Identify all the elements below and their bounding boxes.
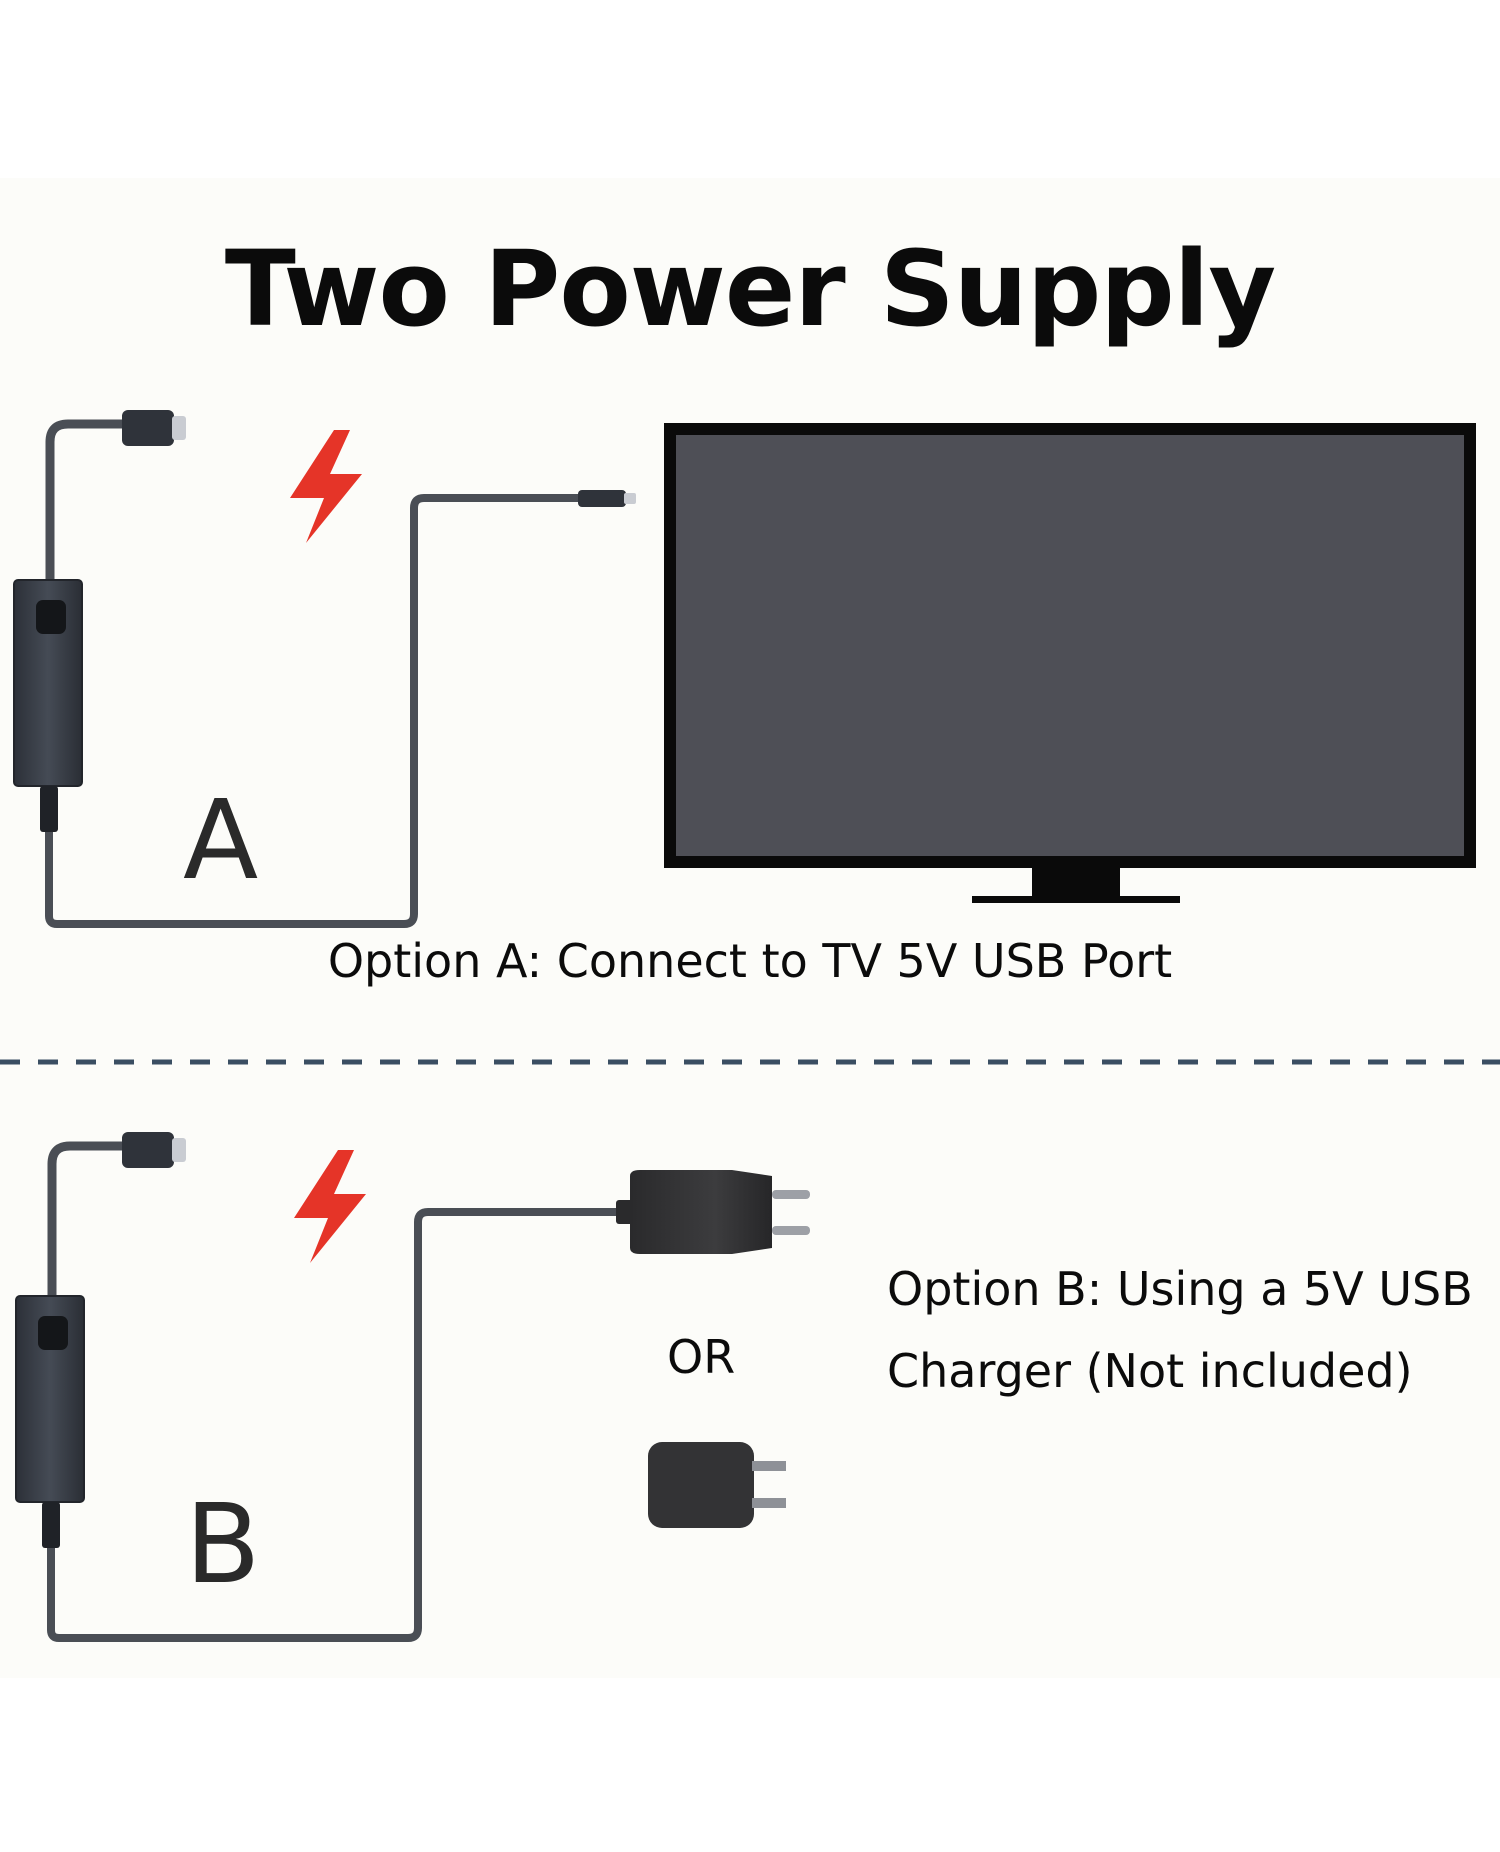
page-title: Two Power Supply [224, 228, 1276, 350]
power-adapter-icon [15, 1295, 85, 1548]
option-b-bottom-cable [47, 1208, 620, 1642]
option-a-group [13, 410, 1476, 928]
us-charger-icon [648, 1442, 786, 1528]
usb-connector-icon [578, 490, 636, 507]
option-b-group [15, 1132, 810, 1642]
option-b-caption-line2: Charger (Not included) [887, 1344, 1413, 1398]
diagram-canvas: Two Power Supply A Option A: Connect to … [0, 178, 1500, 1678]
eu-charger-icon [616, 1170, 810, 1254]
option-a-bottom-cable [45, 494, 580, 928]
power-adapter-icon [13, 579, 83, 832]
diagram-artwork [0, 410, 1500, 1642]
usb-connector-icon [122, 410, 186, 446]
option-b-caption-line1: Option B: Using a 5V USB [887, 1262, 1473, 1316]
option-a-top-cable [45, 419, 133, 585]
usb-connector-icon [122, 1132, 186, 1168]
option-b-top-cable [47, 1141, 133, 1301]
lightning-bolt-icon [290, 430, 362, 543]
tv-icon [664, 423, 1476, 903]
option-b-letter: B [185, 1480, 261, 1608]
lightning-bolt-icon [294, 1150, 366, 1263]
option-a-caption: Option A: Connect to TV 5V USB Port [327, 934, 1173, 988]
option-a-letter: A [183, 776, 259, 904]
or-label: OR [667, 1330, 736, 1384]
